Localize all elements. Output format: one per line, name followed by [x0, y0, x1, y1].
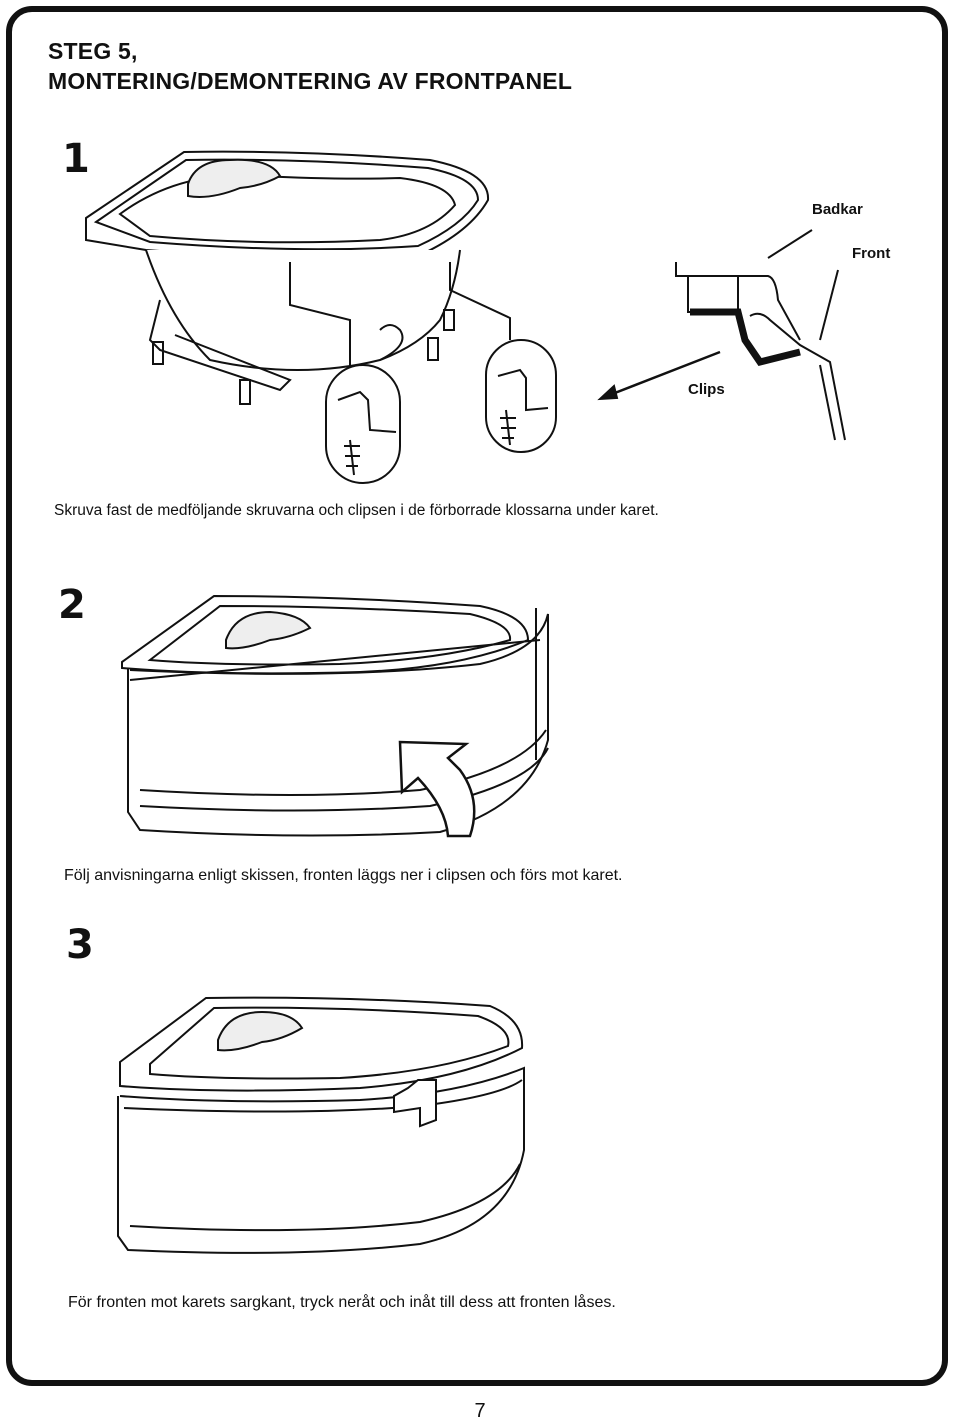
step-2-caption: Följ anvisningarna enligt skissen, front…: [64, 867, 623, 884]
page-title: STEG 5, MONTERING/DEMONTERING AV FRONTPA…: [48, 36, 572, 96]
step-1-tub-illustration: [0, 0, 960, 500]
step-2-tub-illustration: [0, 0, 960, 880]
label-clips: Clips: [688, 381, 725, 398]
page-number: 7: [474, 1400, 486, 1422]
title-line-2: MONTERING/DEMONTERING AV FRONTPANEL: [48, 68, 573, 94]
title-line-1: STEG 5,: [48, 38, 138, 64]
step-3-tub-illustration: [0, 0, 960, 1290]
step-2-number: 2: [58, 582, 86, 628]
label-badkar: Badkar: [812, 201, 863, 218]
page-frame: [6, 6, 948, 1386]
label-front: Front: [852, 245, 891, 262]
step-3-number: 3: [66, 922, 94, 968]
step-1-number: 1: [62, 136, 90, 182]
step-1-caption: Skruva fast de medföljande skruvarna och…: [54, 502, 659, 519]
step-3-caption: För fronten mot karets sargkant, tryck n…: [68, 1294, 616, 1311]
